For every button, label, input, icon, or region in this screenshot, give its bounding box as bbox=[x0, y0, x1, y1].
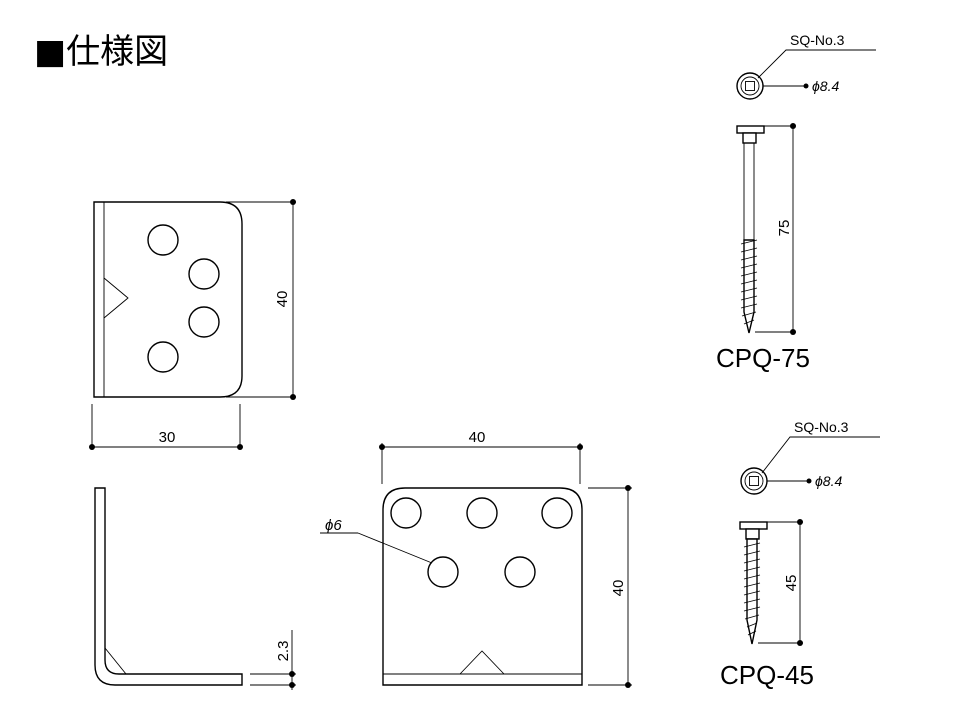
mounting-hole bbox=[147, 341, 179, 373]
screw-75-drive: SQ-No.3 bbox=[790, 32, 845, 48]
page-title: ■仕様図 bbox=[34, 32, 169, 72]
dimension-side-height: 40 bbox=[226, 199, 296, 400]
mounting-hole bbox=[504, 556, 536, 588]
mounting-hole bbox=[541, 497, 573, 529]
screw-cpq-75: SQ-No.3 ϕ8.4 bbox=[716, 32, 876, 373]
screw-45-head-diameter: ϕ8.4 bbox=[815, 473, 842, 489]
screw-75-length: 75 bbox=[776, 220, 793, 237]
side-height-label: 40 bbox=[274, 291, 291, 308]
dimension-thickness: 2.3 bbox=[250, 630, 296, 690]
bracket-profile-view bbox=[94, 487, 243, 686]
mounting-hole bbox=[390, 497, 422, 529]
bracket-front-view bbox=[382, 487, 583, 686]
screw-75-model: CPQ-75 bbox=[716, 343, 810, 373]
side-width-label: 30 bbox=[159, 429, 176, 446]
screw-45-model: CPQ-45 bbox=[720, 660, 814, 690]
bracket-side-view bbox=[93, 201, 243, 398]
mounting-hole bbox=[147, 224, 179, 256]
mounting-hole bbox=[188, 258, 220, 290]
thickness-label: 2.3 bbox=[275, 641, 292, 662]
front-width-label: 40 bbox=[469, 429, 486, 446]
mounting-hole bbox=[466, 497, 498, 529]
screw-45-length: 45 bbox=[783, 575, 800, 592]
mounting-hole bbox=[188, 306, 220, 338]
hole-diameter-label: ϕ6 bbox=[325, 517, 342, 534]
hole-diameter-callout: ϕ6 bbox=[320, 517, 433, 564]
mounting-hole bbox=[427, 556, 459, 588]
dimension-side-width: 30 bbox=[89, 404, 243, 450]
front-height-label: 40 bbox=[610, 580, 627, 597]
screw-45-drive: SQ-No.3 bbox=[794, 419, 849, 435]
dimension-front-height: 40 bbox=[588, 485, 632, 688]
screw-75-head-diameter: ϕ8.4 bbox=[812, 78, 839, 94]
screw-cpq-45: SQ-No.3 ϕ8.4 bbox=[720, 419, 880, 690]
dimension-front-width: 40 bbox=[379, 429, 583, 484]
